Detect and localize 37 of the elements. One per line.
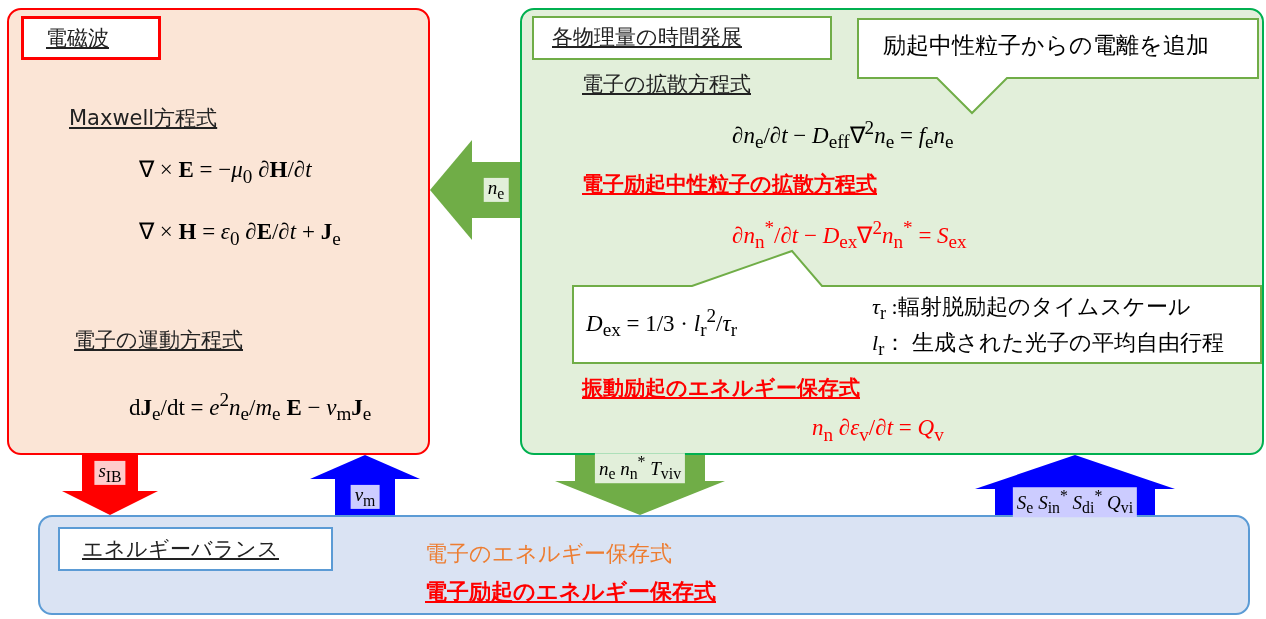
heading: Maxwell方程式 <box>69 106 218 132</box>
panel <box>7 8 430 455</box>
heading: 電子励起中性粒子の拡散方程式 <box>582 172 877 198</box>
block-arrow <box>430 140 520 240</box>
title-box <box>21 16 161 60</box>
equation: ∂n$_{e}$/∂t − D$_{eff}$∇$^{2}$n$_{e}$ = f$_{e}$n$_{e}$ <box>732 116 954 154</box>
equation: dJ$_{e}$/dt = e$^{2}$n$_{e}$/m$_{e}$ E − ν$_{m}$J$_{e}$ <box>129 388 372 426</box>
edge-label: S$_{e}$ S$_{in}$$^{*}$ S$_{di}$$^{*}$ Q$_{vi}$ <box>1012 487 1138 517</box>
heading: 電子の運動方程式 <box>74 328 243 354</box>
title-box <box>532 16 832 60</box>
equation: n$_{n}$ ∂ε$_{v}$/∂t = Q$_{v}$ <box>812 414 944 446</box>
callout-box <box>857 18 1259 114</box>
block-arrow <box>310 455 420 515</box>
edge-label: s$_{IB}$ <box>94 460 126 486</box>
heading: エネルギーバランス <box>82 537 279 563</box>
note-text: 電子のエネルギー保存式 <box>425 541 672 568</box>
heading: 電子の拡散方程式 <box>582 72 751 98</box>
equation: ∂n$_{n}$$^{*}$/∂t − D$_{ex}$∇$^{2}$n$_{n}$$^{*}$ = S$_{ex}$ <box>732 216 967 254</box>
heading: 電磁波 <box>46 26 109 52</box>
edge-label: ν$_{m}$ <box>350 484 380 510</box>
panel <box>38 515 1250 615</box>
edge-label: n$_{e}$ <box>483 177 509 203</box>
edge-label: n$_{e}$ n$_{n}$$^{*}$ T$_{viv}$ <box>594 453 686 483</box>
callout-box <box>572 250 1262 364</box>
definition-text: τ$_{r}$ :輻射脱励起のタイムスケール <box>872 294 1191 326</box>
heading: 各物理量の時間発展 <box>552 25 742 51</box>
equation: ∇ × E = −μ$_{0}$ ∂H/∂t <box>139 156 312 188</box>
note-text: 励起中性粒子からの電離を追加 <box>883 32 1209 60</box>
title-box <box>58 527 333 571</box>
block-arrow <box>555 455 725 515</box>
note-text: 電子励起のエネルギー保存式 <box>425 579 716 606</box>
panel <box>520 8 1264 455</box>
heading: 振動励起のエネルギー保存式 <box>582 376 860 402</box>
definition-text: l$_{r}$： 生成された光子の平均自由行程 <box>872 330 1224 362</box>
equation: ∇ × H = ε$_{0}$ ∂E/∂t + J$_{e}$ <box>139 218 341 250</box>
equation: D$_{ex}$ = 1/3 · l$_{r}$$^{2}$/τ$_{r}$ <box>586 304 738 342</box>
block-arrow <box>62 455 158 515</box>
